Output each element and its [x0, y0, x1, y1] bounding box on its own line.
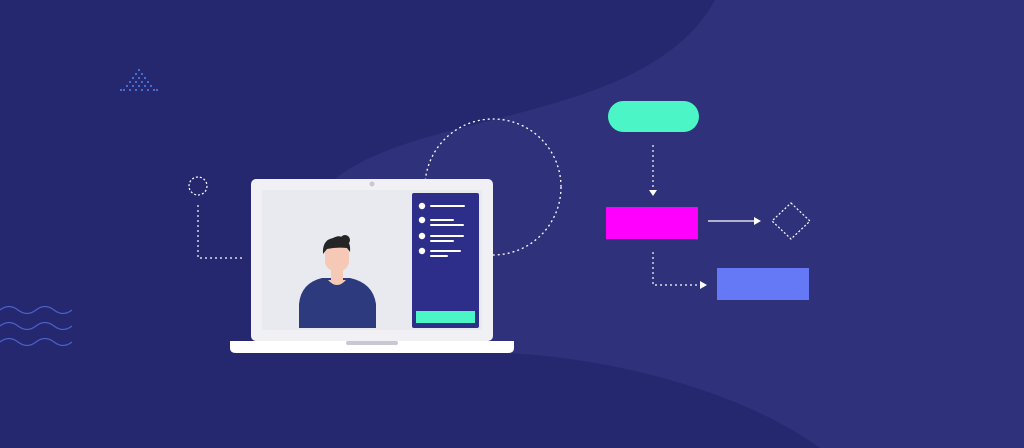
person-shirt	[299, 278, 376, 328]
person-hair-bun	[340, 235, 350, 245]
panel-list	[418, 202, 465, 257]
flowchart-start-pill	[608, 101, 699, 132]
side-panel	[412, 193, 479, 328]
laptop	[230, 179, 514, 353]
laptop-notch	[346, 341, 398, 345]
person-collar	[328, 280, 346, 285]
flowchart-output-box	[717, 268, 809, 300]
panel-list-item[interactable]	[418, 202, 465, 210]
wavy-lines-icon	[0, 305, 73, 347]
laptop-base	[230, 341, 514, 353]
small-circle-icon	[188, 176, 208, 196]
flowchart	[606, 101, 811, 300]
person-avatar	[299, 235, 376, 328]
panel-list-item[interactable]	[418, 216, 464, 226]
side-panel-bg	[412, 193, 479, 328]
panel-list-item[interactable]	[418, 232, 464, 242]
dotted-triangle-icon	[119, 68, 159, 92]
arrow-down-icon	[649, 190, 657, 196]
flowchart-connector-branch	[652, 252, 700, 286]
flowchart-decision-diamond	[771, 202, 811, 240]
arrow-right-icon	[700, 281, 707, 289]
panel-list-item[interactable]	[418, 247, 461, 257]
flowchart-process-box	[606, 207, 698, 239]
arrow-right-icon	[754, 217, 761, 225]
webcam-icon	[369, 181, 375, 187]
panel-action-button[interactable]	[416, 311, 475, 323]
person-face	[325, 244, 349, 271]
